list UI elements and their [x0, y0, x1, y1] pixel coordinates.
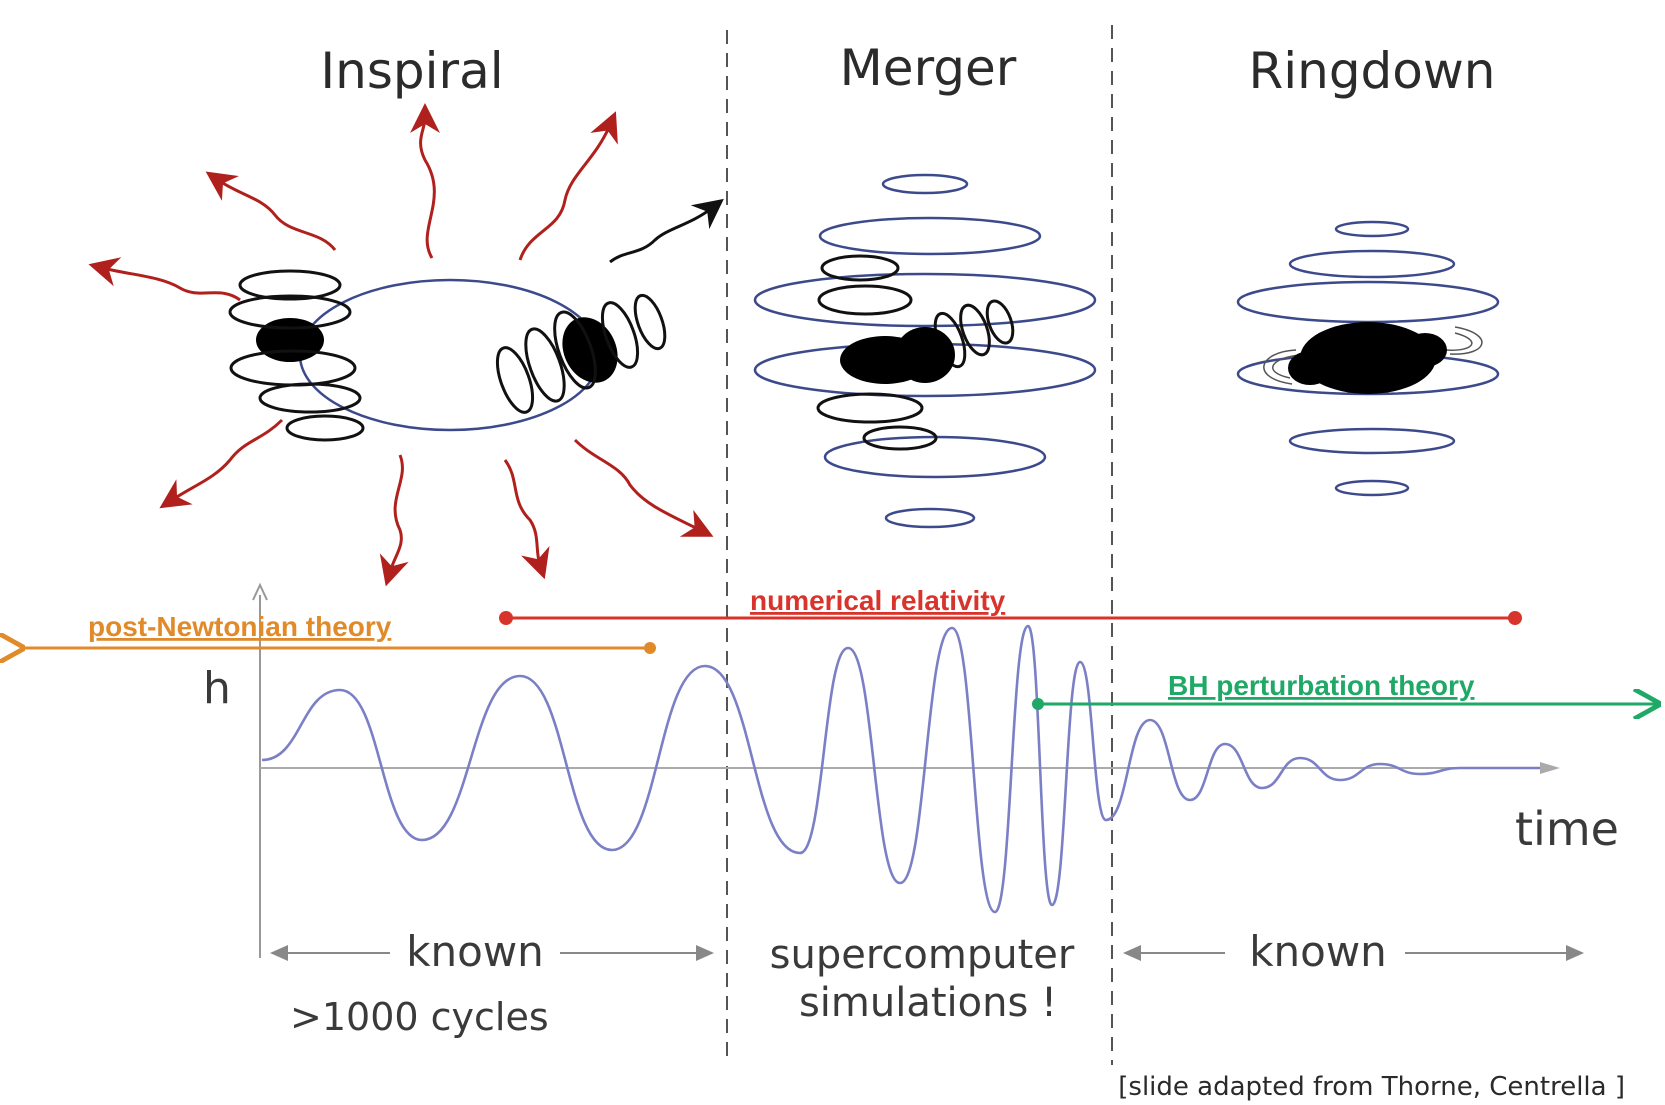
left-black-hole: [228, 269, 365, 442]
merger-illustration: [753, 173, 1097, 529]
y-axis-label: h: [203, 663, 231, 714]
red-arrow-up-right: [518, 111, 618, 261]
ringdown-title: Ringdown: [1249, 42, 1496, 100]
ringdown-ring-3: [1236, 280, 1500, 324]
merger-ring-1: [881, 173, 969, 195]
merger-ring-5: [823, 435, 1047, 479]
axes: h time: [203, 582, 1619, 958]
ringdown-ring-2: [1288, 249, 1456, 279]
radiation-arrows: [88, 103, 714, 587]
numerical-relativity-label: numerical relativity: [750, 585, 1006, 616]
red-arrow-right-down: [573, 438, 714, 537]
ringdown-ring-1: [1334, 220, 1410, 238]
ringdown-bh: [1300, 322, 1436, 394]
merger-simulations-line2: simulations !: [799, 980, 1057, 1026]
numerical-relativity-end-dot: [1508, 611, 1522, 625]
inspiral-known-label: known: [406, 927, 544, 976]
red-arrow-up-left: [205, 171, 337, 251]
right-black-hole: [495, 293, 667, 414]
numerical-relativity-start-dot: [499, 611, 513, 625]
ringdown-ring-6: [1334, 479, 1410, 497]
gw-waveform: [261, 624, 1540, 914]
phase-dividers: [726, 25, 1113, 1065]
inspiral-cycles-label: >1000 cycles: [290, 995, 549, 1039]
ringdown-illustration: [1236, 220, 1500, 497]
red-arrow-down-left: [159, 418, 284, 509]
x-axis-label: time: [1515, 802, 1619, 856]
red-arrow-down: [379, 454, 409, 587]
merger-ring-2: [818, 216, 1042, 256]
black-arrow: [609, 198, 724, 264]
y-axis-arrow: [252, 582, 268, 601]
post-newtonian-label: post-Newtonian theory: [88, 611, 392, 642]
inspiral-title: Inspiral: [320, 42, 503, 100]
bh-perturbation-start-dot: [1032, 698, 1044, 710]
red-arrow-left: [88, 257, 241, 302]
ringdown-known-label: known: [1249, 927, 1387, 976]
merger-title: Merger: [840, 39, 1017, 97]
slide-credit: [slide adapted from Thorne, Centrella ]: [1118, 1072, 1625, 1102]
red-arrow-up: [409, 103, 440, 259]
bh-perturbation-label: BH perturbation theory: [1168, 670, 1475, 701]
red-arrow-down-right: [503, 459, 550, 580]
theory-ranges: post-Newtonian theory numerical relativi…: [22, 585, 1658, 710]
bottom-annotations: known >1000 cycles supercomputer simulat…: [270, 927, 1584, 1039]
inspiral-illustration: [88, 103, 724, 587]
merger-simulations-line1: supercomputer: [770, 932, 1075, 978]
x-axis-arrow: [1540, 762, 1560, 774]
merger-ring-6: [884, 507, 976, 529]
merger-bh-right: [895, 327, 955, 383]
ringdown-ring-5: [1288, 427, 1456, 455]
merger-ring-3: [753, 272, 1097, 328]
post-newtonian-end-dot: [644, 642, 656, 654]
